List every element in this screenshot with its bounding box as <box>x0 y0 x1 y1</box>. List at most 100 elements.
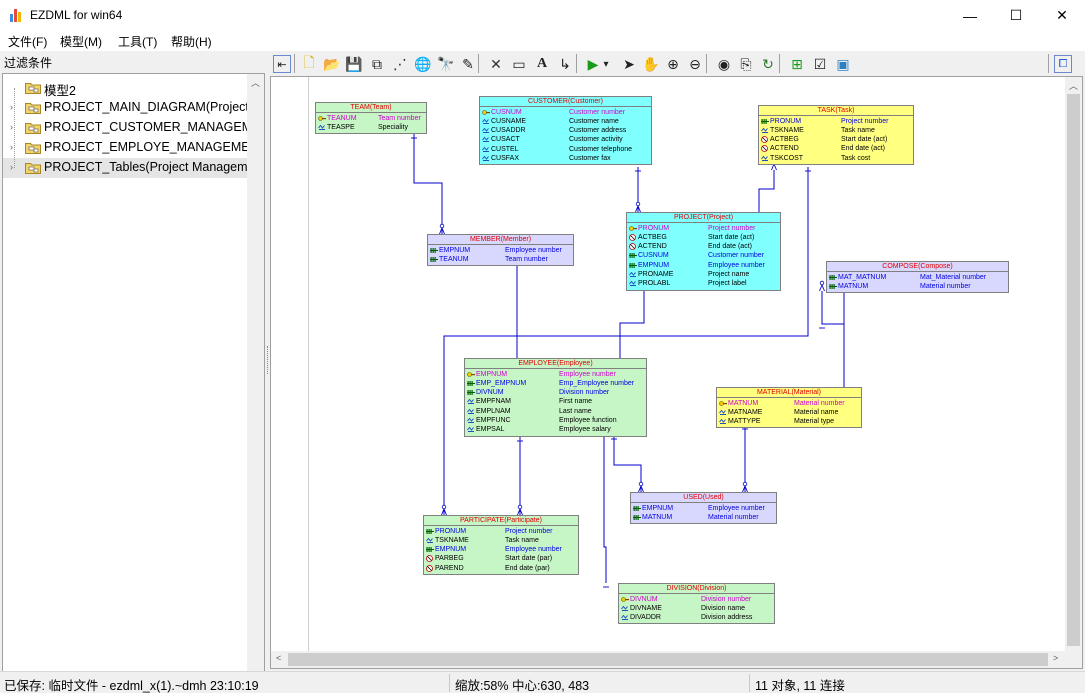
refresh-icon[interactable]: ↻ <box>762 55 774 72</box>
menu-model[interactable]: 模型(M) <box>60 35 102 49</box>
add-table-icon[interactable]: ⊞ <box>791 55 803 72</box>
image-icon[interactable]: ▣ <box>836 55 850 72</box>
copy-icon[interactable]: ⧉ <box>372 55 382 72</box>
menu-tools[interactable]: 工具(T) <box>118 35 158 49</box>
tree-node[interactable]: ›PROJECT_MAIN_DIAGRAM(Project <box>3 98 249 118</box>
expand-chevron-icon[interactable]: › <box>10 162 13 172</box>
panel-toggle-icon[interactable]: ⇤ <box>273 55 291 73</box>
link-task-participate[interactable] <box>443 167 809 515</box>
tree-node[interactable]: 模型2 <box>3 78 248 98</box>
canvas-horizontal-scrollbar[interactable]: < > <box>271 651 1065 668</box>
canvas-hscroll-thumb[interactable] <box>288 653 1048 666</box>
hand-icon[interactable]: ✋ <box>642 55 660 72</box>
delete-icon[interactable]: ✕ <box>490 55 502 72</box>
pointer-icon[interactable]: ➤ <box>623 55 635 72</box>
menu-file[interactable]: 文件(F) <box>8 35 48 49</box>
panel-splitter[interactable] <box>266 51 270 669</box>
link-employee-used[interactable] <box>613 435 642 492</box>
menu-help[interactable]: 帮助(H) <box>171 35 212 49</box>
link-project-employee[interactable] <box>619 291 645 358</box>
rect-icon[interactable]: ▭ <box>512 55 526 72</box>
run-icon[interactable]: ▶ <box>587 55 599 72</box>
globe-icon[interactable]: 🌐 <box>414 55 432 72</box>
minimize-button[interactable]: — <box>963 7 977 24</box>
window-icon[interactable]: ⧠ <box>1054 55 1072 73</box>
scroll-up-icon[interactable]: ︿ <box>1069 81 1079 91</box>
maximize-button[interactable]: ☐ <box>1009 7 1023 23</box>
layout-icon[interactable]: ⋰ <box>393 55 407 72</box>
link-material-compose[interactable] <box>821 291 844 325</box>
canvas-vertical-scrollbar[interactable]: ︿ <box>1065 77 1082 651</box>
link-team-member[interactable] <box>413 134 443 234</box>
save-icon[interactable]: 💾 <box>345 55 363 72</box>
find-icon[interactable]: 🔭 <box>437 55 455 72</box>
properties-icon[interactable]: ☑ <box>813 55 827 72</box>
model-tree[interactable]: 模型2›PROJECT_MAIN_DIAGRAM(Project ›PROJECT… <box>2 73 265 693</box>
scroll-up-icon[interactable]: ︿ <box>251 78 261 88</box>
tree-node[interactable]: ›PROJECT_Tables(Project Managem <box>3 158 248 178</box>
expand-chevron-icon[interactable]: › <box>10 102 13 112</box>
zoom-out-icon[interactable]: ⊖ <box>689 55 701 72</box>
pen-icon[interactable]: ✎ <box>462 55 474 72</box>
expand-chevron-icon[interactable]: › <box>10 142 13 152</box>
tree-node[interactable]: ›PROJECT_EMPLOYE_MANAGEMEN <box>3 138 259 158</box>
new-icon[interactable]: 🗋 <box>303 54 315 70</box>
link-task-project[interactable] <box>758 170 775 212</box>
filter-label[interactable]: 过滤条件 <box>4 56 53 70</box>
link-employee-division[interactable] <box>603 437 607 583</box>
tree-vertical-scrollbar[interactable]: ︿ ﹀ <box>247 74 264 693</box>
scroll-right-icon[interactable]: > <box>1053 653 1059 663</box>
